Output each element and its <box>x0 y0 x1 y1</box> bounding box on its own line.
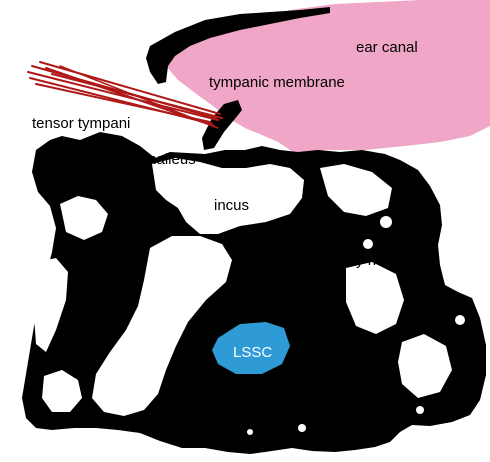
air-cell-5 <box>298 424 306 432</box>
label-tensor-tympani: tensor tympani <box>32 115 130 132</box>
air-cell-3 <box>455 315 465 325</box>
label-malleus: malleus <box>144 151 196 168</box>
label-lssc: LSSC <box>233 344 272 361</box>
air-cell-6 <box>247 429 253 435</box>
malleus-shape <box>202 100 242 150</box>
air-cell-4 <box>416 406 424 414</box>
air-cell-1 <box>380 216 392 228</box>
label-incus: incus <box>214 197 249 214</box>
air-cell-2 <box>363 239 373 249</box>
label-tympanic-membrane: tympanic membrane <box>209 74 345 91</box>
label-bony-ridge: bony ridge <box>331 252 401 269</box>
label-ear-canal: ear canal <box>356 39 418 56</box>
